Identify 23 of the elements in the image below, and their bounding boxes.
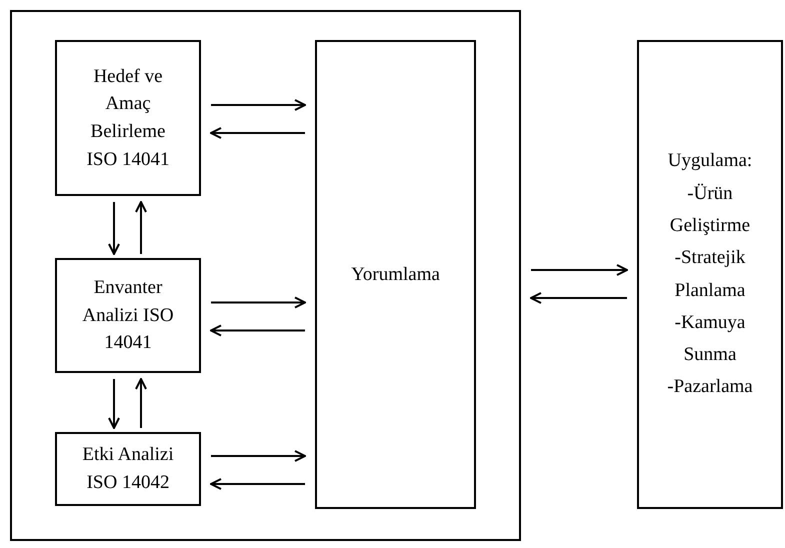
arrow	[531, 264, 628, 276]
arrow	[135, 201, 147, 254]
node-text: Yorumlama	[350, 262, 441, 287]
process-box	[315, 40, 476, 509]
arrow	[211, 296, 306, 308]
arrow	[210, 127, 305, 139]
process-box	[55, 258, 201, 373]
node-text: Envanter Analizi ISO 14041	[81, 276, 175, 356]
arrow	[211, 450, 306, 462]
arrow	[210, 478, 305, 490]
process-box	[637, 40, 783, 509]
arrow	[108, 202, 120, 255]
node-text: Etki Analizi ISO 14042	[81, 443, 175, 495]
frame-box	[10, 10, 521, 541]
arrow	[210, 324, 305, 336]
arrow	[530, 292, 627, 304]
arrow	[108, 379, 120, 429]
node-text: Uygulama: -Ürün Geliştirme -Stratejik Planlama -Kamuya Sunma -Pazarlama	[666, 149, 754, 400]
node-text: Hedef ve Amaç Belirleme ISO 14041	[86, 64, 170, 172]
arrow	[135, 378, 147, 428]
process-box	[55, 432, 201, 506]
arrow	[211, 99, 306, 111]
process-box	[55, 40, 201, 196]
